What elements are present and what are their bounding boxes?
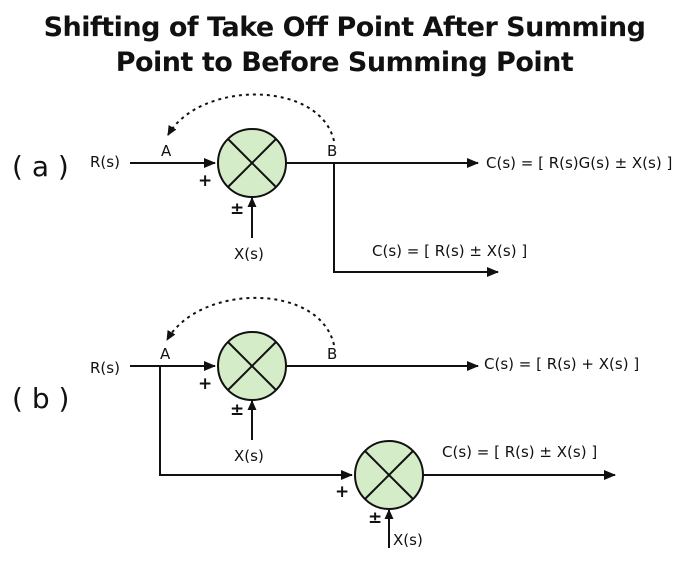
part-a-input-label: R(s) (90, 153, 120, 171)
part-a-shift-arrow (167, 93, 335, 142)
part-b-branch-arrow (159, 366, 353, 480)
part-b-point-b: B (327, 345, 337, 363)
title-line-2: Point to Before Summing Point (115, 47, 574, 78)
part-a-plus-sign: + (198, 171, 212, 191)
part-a-branch-arrow (333, 163, 499, 277)
part-b-plus-sign-2: + (335, 482, 349, 502)
part-b-summing-point-1 (217, 331, 287, 401)
part-a-label: ( a ) (12, 150, 69, 183)
part-a: ( a ) R(s) A + ± X(s) B C(s) = [ R(s)G(s… (12, 93, 672, 277)
part-b-summing-point-2 (354, 440, 424, 510)
part-b-point-a: A (160, 345, 171, 363)
part-b-shift-arrow (166, 296, 335, 346)
part-b-output-equation: C(s) = [ R(s) + X(s) ] (484, 355, 639, 373)
part-a-branch-equation: C(s) = [ R(s) ± X(s) ] (372, 242, 527, 260)
part-a-disturbance-label: X(s) (234, 245, 264, 263)
part-b-disturbance-label: X(s) (234, 447, 264, 465)
part-b: ( b ) R(s) A + ± X(s) B C(s) = [ R(s) + … (12, 296, 639, 549)
part-a-output-equation: C(s) = [ R(s)G(s) ± X(s) ] (486, 154, 672, 172)
part-b-plus-minus-sign: ± (230, 400, 244, 420)
part-b-disturbance-label-2: X(s) (393, 531, 423, 549)
part-b-plus-sign: + (198, 374, 212, 394)
title-line-1: Shifting of Take Off Point After Summing (43, 12, 646, 43)
part-a-point-a: A (161, 142, 172, 160)
part-b-branch-equation: C(s) = [ R(s) ± X(s) ] (442, 443, 597, 461)
diagram-title: Shifting of Take Off Point After Summing… (0, 10, 689, 80)
part-a-point-b: B (327, 142, 337, 160)
part-a-plus-minus-sign: ± (230, 199, 244, 219)
part-b-label: ( b ) (12, 382, 69, 415)
part-a-summing-point (217, 128, 287, 198)
part-b-input-label: R(s) (90, 359, 120, 377)
part-b-plus-minus-sign-2: ± (368, 508, 382, 528)
